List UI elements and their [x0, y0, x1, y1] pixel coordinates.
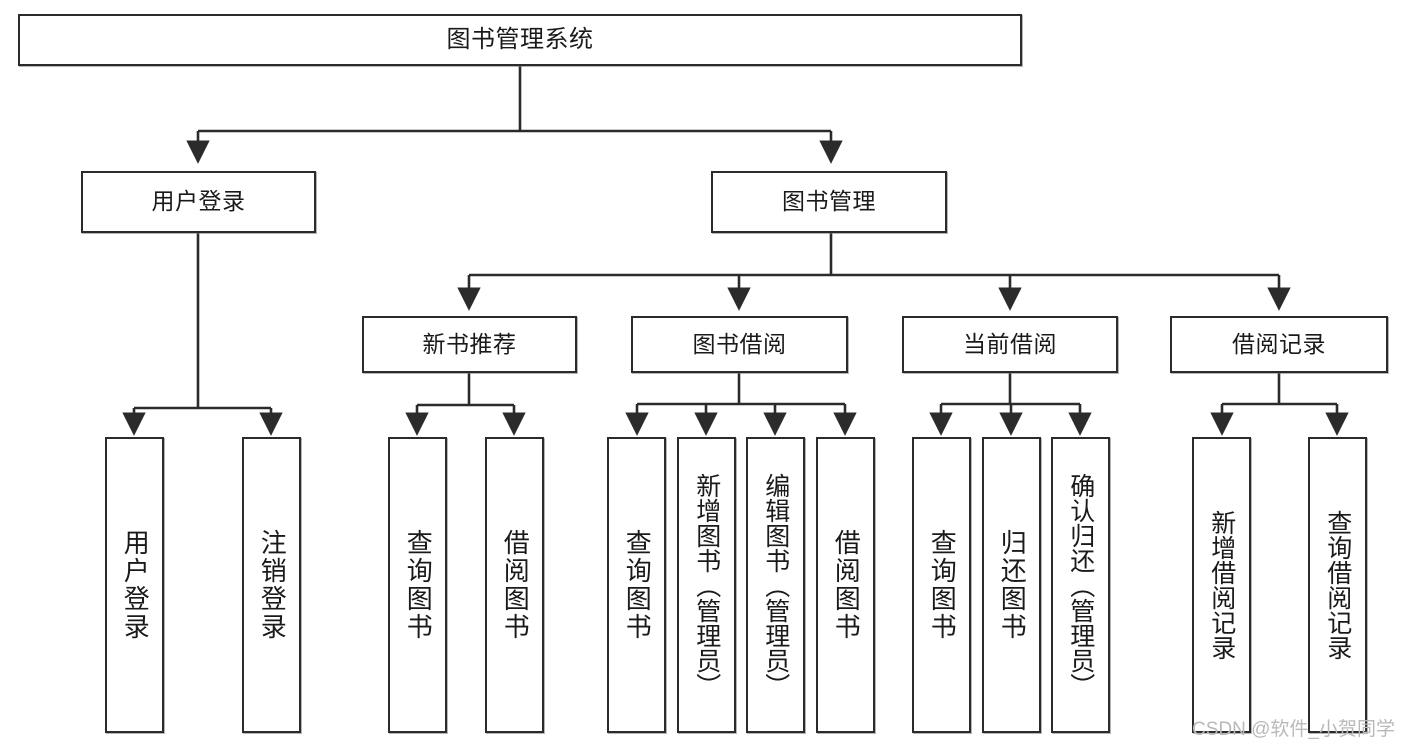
node-book-borrow[interactable]: 图书借阅: [631, 316, 848, 373]
csdn-watermark: CSDN @软件_小贺同学: [1192, 719, 1395, 740]
node-label: 新增图书（管理员）: [692, 472, 721, 698]
node-label: 查询借阅记录: [1323, 510, 1352, 660]
leaf-current-return-book[interactable]: 归还图书: [982, 437, 1041, 733]
leaf-user-login[interactable]: 用户登录: [105, 437, 164, 733]
leaf-records-query-record[interactable]: 查询借阅记录: [1308, 437, 1367, 733]
node-root-system[interactable]: 图书管理系统: [18, 14, 1022, 66]
node-label: 查询图书: [403, 529, 434, 641]
leaf-borrow-add-book-admin[interactable]: 新增图书（管理员）: [677, 437, 736, 733]
node-new-book-recommend[interactable]: 新书推荐: [362, 316, 577, 373]
node-current-borrow[interactable]: 当前借阅: [902, 316, 1118, 373]
node-user-login[interactable]: 用户登录: [81, 171, 316, 233]
node-label: 当前借阅: [963, 330, 1057, 357]
node-label: 新增借阅记录: [1207, 510, 1236, 660]
node-borrow-records[interactable]: 借阅记录: [1170, 316, 1388, 373]
leaf-newbook-query-book[interactable]: 查询图书: [388, 437, 447, 733]
node-label: 图书管理: [782, 188, 876, 215]
node-label: 借阅图书: [831, 529, 862, 641]
leaf-user-logout[interactable]: 注销登录: [242, 437, 301, 733]
node-book-management[interactable]: 图书管理: [711, 171, 947, 233]
leaf-current-query-book[interactable]: 查询图书: [912, 437, 971, 733]
node-label: 注销登录: [257, 529, 288, 641]
node-label: 用户登录: [151, 188, 246, 215]
leaf-newbook-borrow-book[interactable]: 借阅图书: [485, 437, 544, 733]
node-label: 编辑图书（管理员）: [761, 472, 790, 698]
node-label: 借阅图书: [500, 529, 531, 641]
node-label: 用户登录: [120, 529, 151, 641]
node-label: 查询图书: [622, 529, 653, 641]
node-label: 新书推荐: [422, 330, 517, 357]
leaf-borrow-query-book[interactable]: 查询图书: [607, 437, 666, 733]
leaf-current-confirm-return-admin[interactable]: 确认归还（管理员）: [1051, 437, 1110, 733]
leaf-borrow-borrow-book[interactable]: 借阅图书: [816, 437, 875, 733]
node-label: 图书管理系统: [446, 25, 594, 53]
node-label: 归还图书: [997, 529, 1028, 641]
node-label: 确认归还（管理员）: [1066, 472, 1095, 698]
node-label: 图书借阅: [692, 330, 787, 357]
node-label: 借阅记录: [1232, 330, 1326, 357]
node-label: 查询图书: [927, 529, 958, 641]
leaf-records-add-record[interactable]: 新增借阅记录: [1192, 437, 1251, 733]
leaf-borrow-edit-book-admin[interactable]: 编辑图书（管理员）: [746, 437, 805, 733]
